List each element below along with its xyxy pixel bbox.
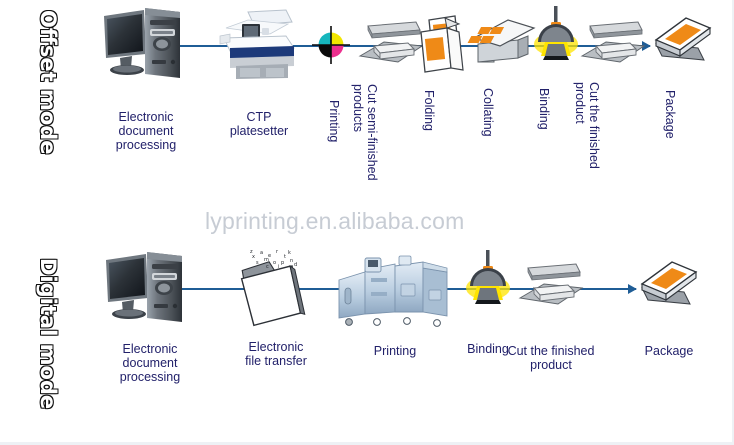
desktop-computer-icon: [106, 252, 182, 322]
step-printing-offset[interactable]: Printing: [312, 26, 350, 142]
svg-text:i: i: [278, 264, 279, 270]
step-package-digital[interactable]: Package: [638, 258, 700, 358]
bottom-edge-divider: [0, 442, 734, 445]
flow-arrow-right-offset: [642, 41, 651, 51]
step-label: Collating: [481, 88, 495, 137]
right-edge-divider: [732, 0, 734, 445]
folded-sheets-icon: [420, 15, 464, 73]
svg-text:r: r: [276, 249, 279, 255]
svg-text:p: p: [281, 260, 284, 266]
svg-text:o: o: [273, 260, 276, 266]
step-label: Folding: [422, 90, 436, 131]
svg-text:z: z: [250, 249, 253, 255]
step-label: Cut the finished product: [573, 82, 602, 169]
step-label: Printing: [373, 344, 417, 358]
step-cut-semi-finished-products-offset[interactable]: Cut semi-finished products: [352, 16, 424, 181]
step-cut-finished-product-offset[interactable]: Cut the finished product: [574, 16, 646, 169]
step-printing-digital[interactable]: Printing: [333, 252, 455, 358]
step-label: Electronic document processing: [119, 342, 181, 384]
step-label: Binding: [537, 88, 551, 130]
watermark-text: lyprinting.en.alibaba.com: [205, 208, 465, 234]
step-label: Cut semi-finished products: [351, 84, 380, 181]
step-label: CTP platesetter: [229, 110, 289, 138]
svg-text:t: t: [284, 254, 286, 260]
package-book-icon: [640, 261, 698, 305]
svg-text:a: a: [260, 250, 263, 256]
step-label: Cut the finished product: [507, 344, 595, 372]
step-binding-digital[interactable]: Binding: [460, 248, 516, 356]
step-label: Package: [644, 344, 694, 358]
step-package-offset[interactable]: Package: [652, 14, 714, 139]
offset-mode-row: Electronic document processing CTP plate…: [0, 0, 734, 205]
cmyk-registration-target-icon: [312, 26, 350, 64]
step-label: Electronic file transfer: [245, 340, 307, 368]
collating-box-icon: [467, 19, 536, 63]
paper-cutter-icon: [358, 21, 424, 63]
step-ctp-platesetter-offset[interactable]: CTP platesetter: [212, 8, 304, 138]
svg-text:n: n: [290, 258, 293, 264]
step-label: Electronic document processing: [115, 110, 177, 152]
step-electronic-document-processing-digital[interactable]: Electronic document processing: [100, 250, 196, 384]
step-collating-offset[interactable]: Collating: [467, 14, 538, 137]
binding-lamp-icon: [466, 250, 510, 304]
svg-text:s: s: [256, 260, 259, 266]
step-cut-finished-product-digital[interactable]: Cut the finished product: [508, 258, 594, 372]
package-book-icon: [654, 17, 712, 61]
svg-text:m: m: [264, 257, 269, 263]
svg-text:k: k: [288, 250, 291, 256]
step-label: Package: [663, 90, 677, 139]
paper-cutter-icon: [518, 263, 584, 305]
step-electronic-document-processing-offset[interactable]: Electronic document processing: [98, 6, 194, 152]
svg-text:c: c: [266, 264, 269, 270]
digital-press-icon: [338, 255, 448, 327]
paper-cutter-icon: [580, 21, 646, 63]
digital-mode-label: Digital mode: [35, 257, 61, 410]
svg-text:e: e: [268, 253, 271, 259]
flow-arrow-right-digital: [628, 284, 637, 294]
binding-lamp-icon: [534, 6, 578, 60]
step-binding-offset[interactable]: Binding: [528, 4, 584, 130]
ctp-platesetter-icon: [219, 9, 295, 79]
svg-text:x: x: [252, 254, 255, 260]
step-folding-offset[interactable]: Folding: [415, 12, 475, 131]
step-label: Binding: [467, 342, 509, 356]
step-label: Printing: [327, 100, 341, 143]
desktop-computer-icon: [104, 8, 180, 78]
offset-mode-label: Offset mode: [35, 9, 61, 155]
svg-text:d: d: [294, 262, 297, 268]
